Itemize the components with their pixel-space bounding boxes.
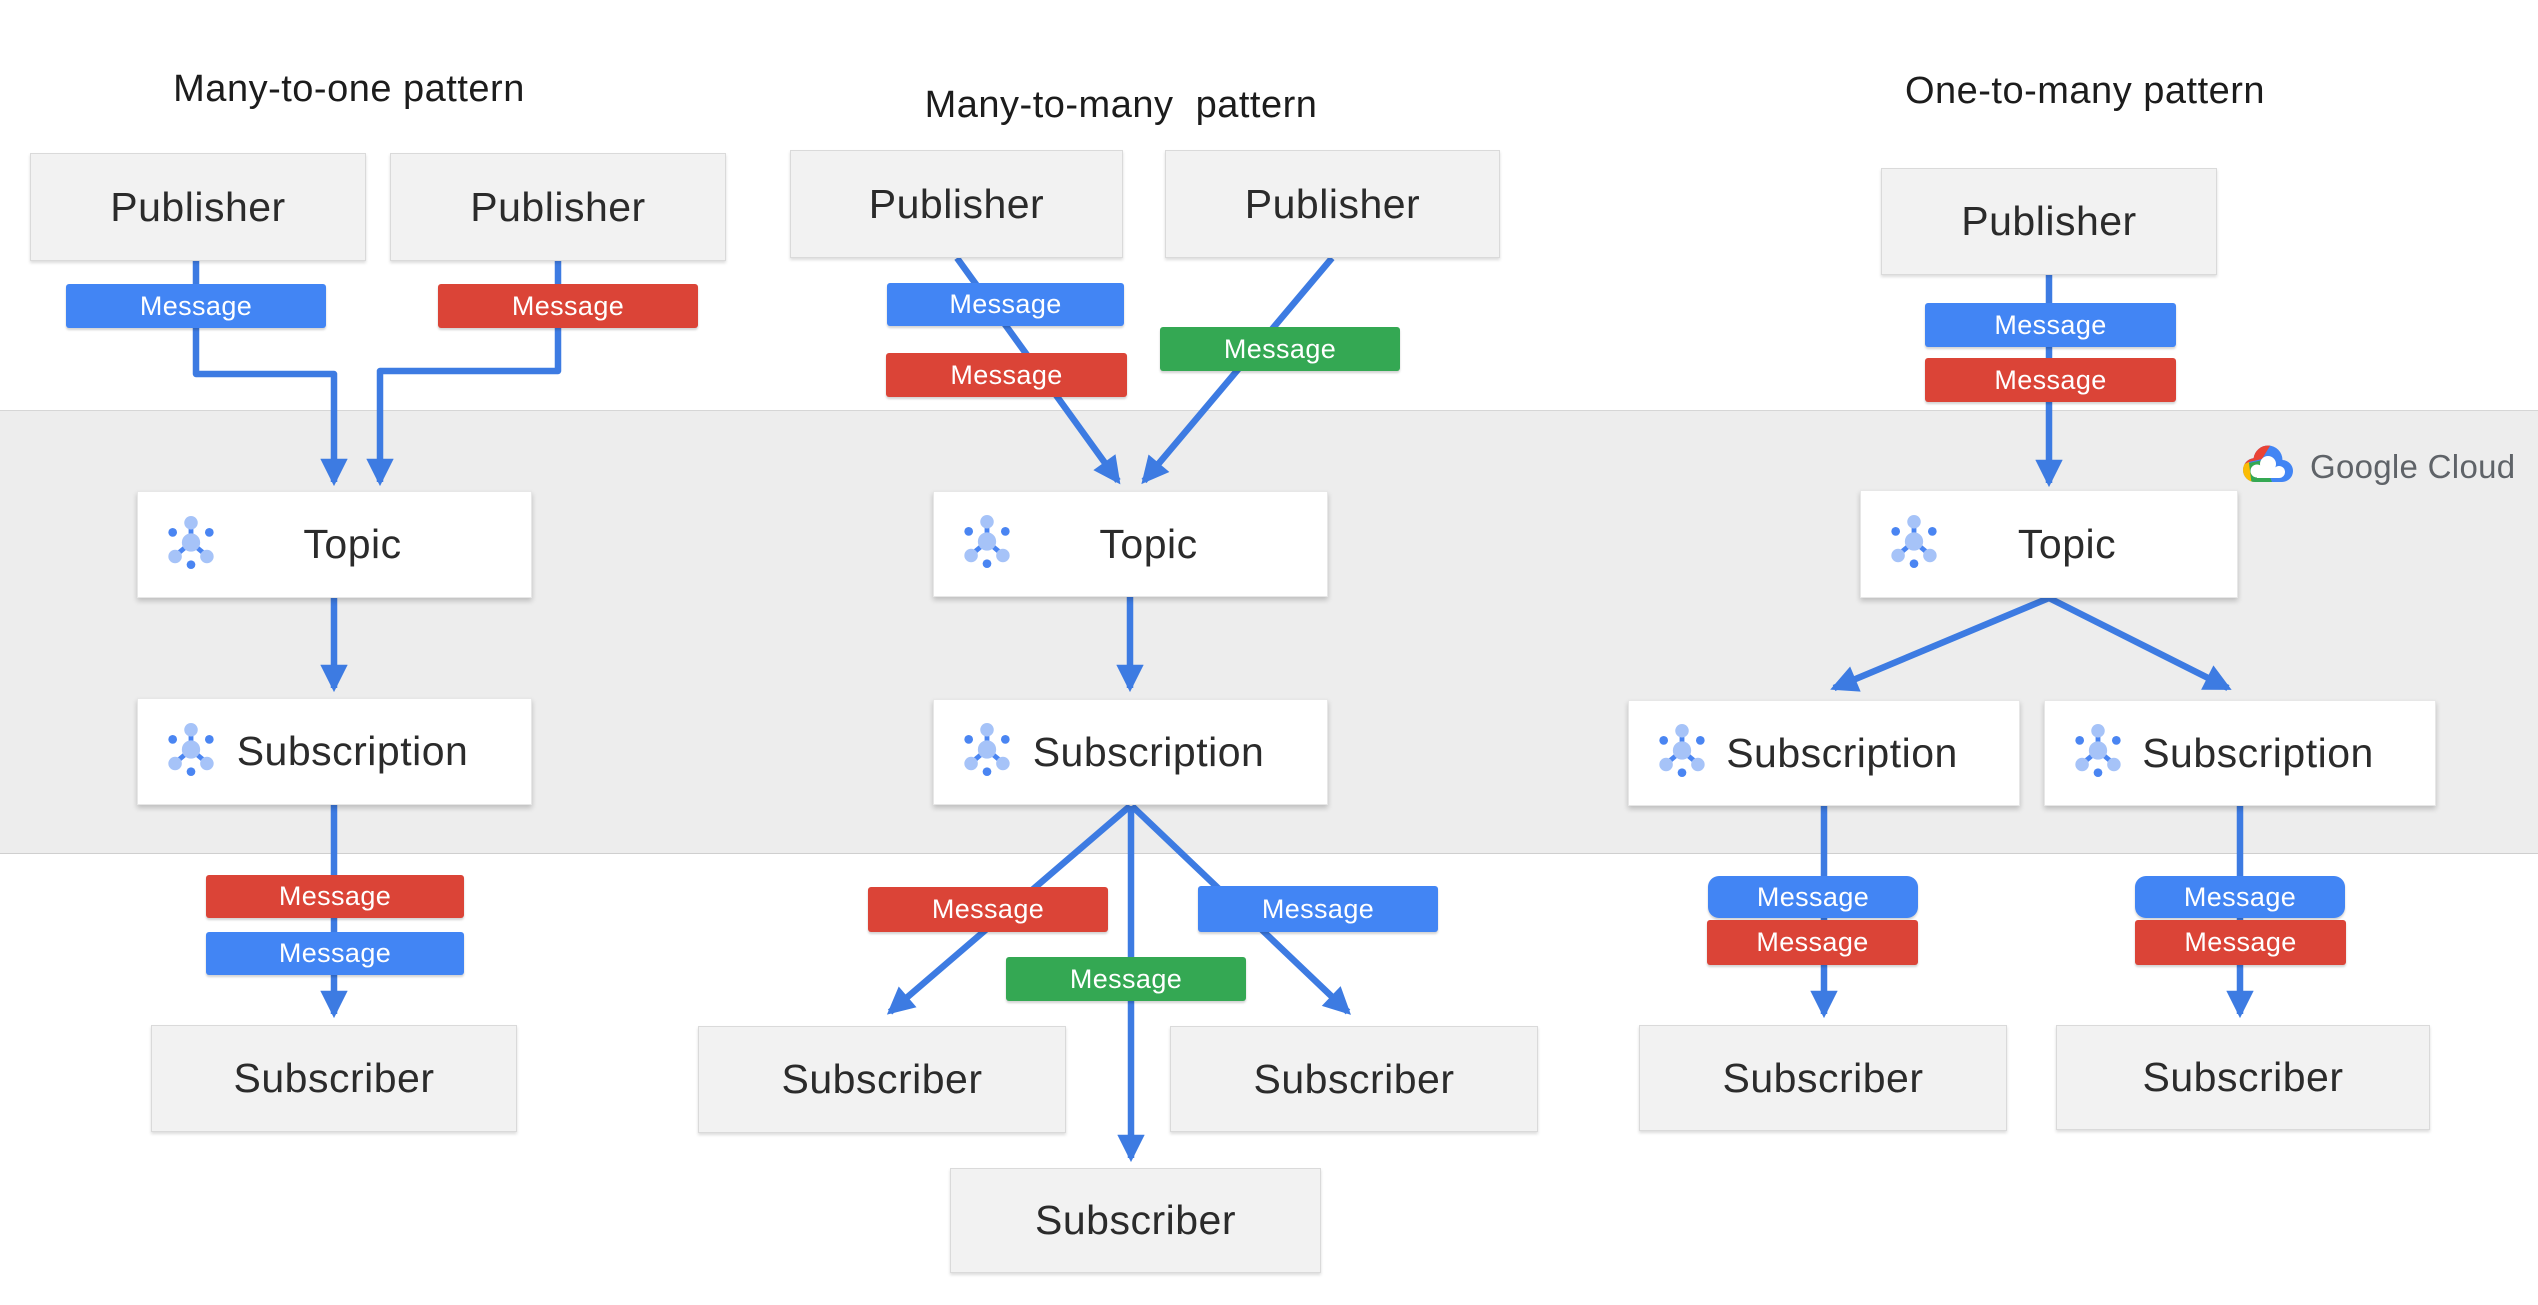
pattern-title-2: Many-to-many pattern — [924, 84, 1318, 126]
subscription-box-o2m-subscription-1: Subscription — [1628, 700, 2020, 806]
publisher-box-m2o-publisher-1: Publisher — [30, 153, 366, 261]
pubsub-subscription-icon — [164, 719, 218, 784]
publisher-label: Publisher — [868, 180, 1045, 227]
subscription-box-m2m-subscription: Subscription — [933, 699, 1328, 805]
message-badge-green: Message — [1160, 327, 1400, 371]
google-cloud-logo: Google Cloud — [2240, 441, 2515, 492]
pubsub-subscription-icon — [2071, 721, 2125, 786]
subscriber-box-m2o-subscriber: Subscriber — [151, 1025, 517, 1132]
message-badge-red: Message — [886, 353, 1127, 397]
pattern-title-1: Many-to-one pattern — [173, 68, 525, 110]
publisher-label: Publisher — [1244, 180, 1421, 227]
topic-label: Topic — [2017, 520, 2117, 567]
topic-label: Topic — [303, 521, 402, 567]
publisher-label: Publisher — [470, 183, 646, 230]
message-badge-blue: Message — [1198, 886, 1438, 932]
message-badge-blue: Message — [206, 932, 464, 975]
pubsub-subscription-icon — [960, 720, 1014, 785]
message-badge-blue: Message — [1925, 303, 2176, 347]
message-badge-red: Message — [206, 875, 464, 918]
publisher-label: Publisher — [1961, 198, 2137, 244]
pubsub-subscription-icon — [1655, 721, 1709, 786]
subscriber-box-m2m-subscriber-bottom: Subscriber — [950, 1168, 1321, 1273]
message-badge-green: Message — [1006, 957, 1246, 1001]
message-badge-blue: Message — [887, 283, 1124, 326]
subscriber-label: Subscriber — [1253, 1055, 1455, 1102]
subscription-box-m2o-subscription: Subscription — [137, 698, 532, 805]
topic-box-m2m-topic: Topic — [933, 491, 1328, 597]
subscriber-label: Subscriber — [1722, 1054, 1924, 1101]
arrow-o2m-topic-to-sub1 — [1830, 595, 2051, 692]
subscriber-label: Subscriber — [1035, 1197, 1236, 1243]
pubsub-topic-icon — [164, 512, 218, 577]
publisher-box-m2m-publisher-1: Publisher — [790, 150, 1123, 258]
subscription-label: Subscription — [1726, 729, 1958, 776]
subscriber-label: Subscriber — [2142, 1054, 2344, 1100]
pattern-title-3: One-to-many pattern — [1904, 70, 2266, 112]
topic-box-o2m-topic: Topic — [1860, 490, 2238, 598]
subscriber-box-m2m-subscriber-right: Subscriber — [1170, 1026, 1538, 1132]
subscription-label: Subscription — [2142, 729, 2374, 776]
topic-box-m2o-topic: Topic — [137, 491, 532, 598]
subscriber-box-o2m-subscriber-1: Subscriber — [1639, 1025, 2007, 1131]
publisher-box-m2o-publisher-2: Publisher — [390, 153, 726, 261]
subscriber-box-m2m-subscriber-left: Subscriber — [698, 1026, 1066, 1133]
publisher-label: Publisher — [110, 183, 286, 230]
google-cloud-icon — [2240, 441, 2296, 492]
pubsub-topic-icon — [1887, 512, 1941, 577]
subscription-label: Subscription — [1032, 728, 1265, 775]
message-badge-red: Message — [1925, 358, 2176, 402]
subscriber-box-o2m-subscriber-2: Subscriber — [2056, 1025, 2430, 1130]
publisher-box-o2m-publisher: Publisher — [1881, 168, 2217, 275]
google-cloud-logo-text: Google Cloud — [2310, 447, 2516, 485]
message-badge-blue: Message — [1708, 876, 1918, 918]
arrow-o2m-topic-to-sub2 — [2047, 595, 2232, 691]
message-badge-blue: Message — [66, 284, 326, 328]
topic-label: Topic — [1099, 520, 1198, 567]
message-badge-blue: Message — [2135, 876, 2345, 918]
subscription-box-o2m-subscription-2: Subscription — [2044, 700, 2436, 806]
publisher-box-m2m-publisher-2: Publisher — [1165, 150, 1500, 258]
message-badge-red: Message — [1707, 920, 1918, 965]
subscriber-label: Subscriber — [233, 1055, 435, 1101]
pubsub-topic-icon — [960, 512, 1014, 577]
message-badge-red: Message — [868, 887, 1108, 932]
subscription-label: Subscription — [236, 728, 469, 774]
subscriber-label: Subscriber — [781, 1056, 983, 1102]
message-badge-red: Message — [438, 284, 698, 328]
message-badge-red: Message — [2135, 920, 2346, 965]
